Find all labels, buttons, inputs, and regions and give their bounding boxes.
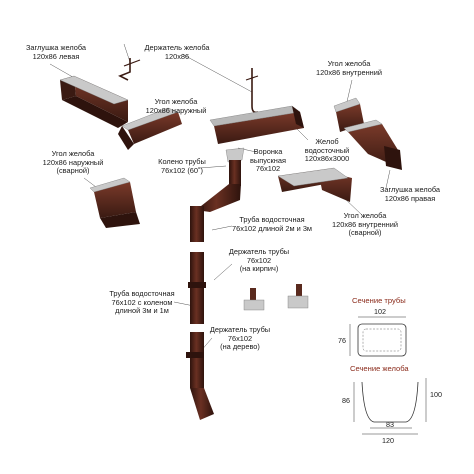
gutter-top-width-dim: 83: [386, 420, 394, 429]
gutter-main: [209, 105, 304, 144]
pipe-section-drawing: [349, 316, 407, 357]
end-cap-right: [343, 119, 402, 170]
pipe-holder-brick: [243, 284, 309, 311]
gutter-holder: [118, 58, 141, 81]
gutter-bottom-width-dim: 120: [382, 436, 394, 445]
external-corner-welded: [89, 177, 140, 228]
end-cap-left: [59, 75, 129, 128]
pipe-section-title: Сечение трубы: [352, 296, 406, 305]
gutter-section-title: Сечение желоба: [350, 364, 409, 373]
pipe-elbow: [196, 184, 241, 212]
pipe-width-dim: 102: [374, 307, 386, 316]
hook-holder: [245, 68, 259, 114]
gutter-section-drawing: [353, 378, 427, 435]
external-corner: [118, 107, 182, 150]
outlet-funnel: [225, 147, 245, 186]
gutter-left-height-dim: 86: [342, 396, 350, 405]
pipe-lower-with-elbow: [186, 332, 214, 420]
internal-corner-welded: [277, 167, 352, 202]
pipe-height-dim: 76: [338, 336, 346, 345]
pipe-upper: [188, 206, 206, 324]
gutter-right-height-dim: 100: [430, 390, 442, 399]
